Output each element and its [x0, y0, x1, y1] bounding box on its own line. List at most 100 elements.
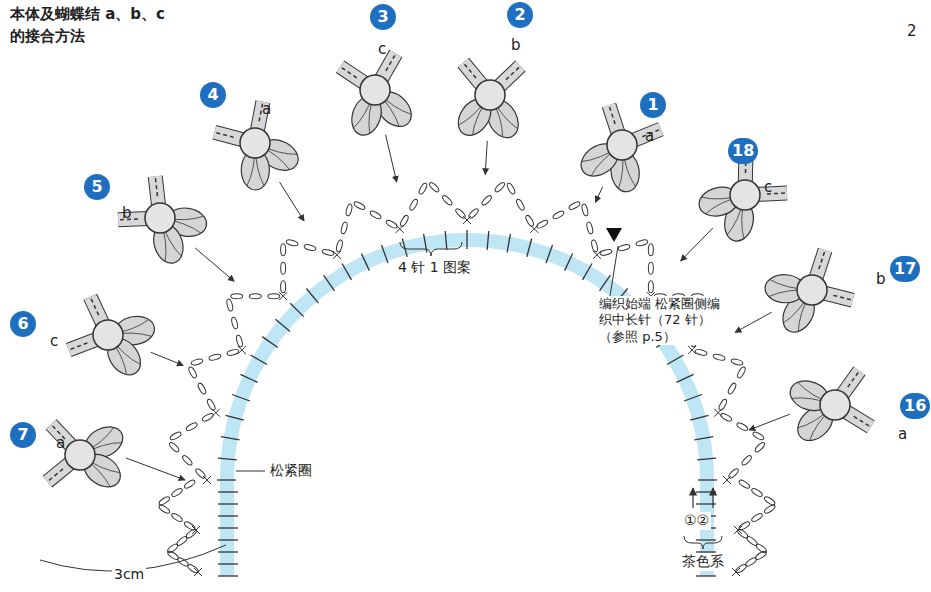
stitch-tick	[599, 275, 610, 291]
callout-number: 16	[904, 398, 926, 414]
single-crochet	[203, 476, 211, 484]
chain-stitch	[249, 294, 261, 299]
stitch-tick	[684, 394, 702, 400]
bow-motif	[69, 297, 157, 381]
start-note: 编织始端 松紧圈侧编织中长针（72 针）（参照 p.5）	[597, 296, 725, 345]
chain-stitch	[281, 244, 286, 256]
chain-stitch	[183, 479, 196, 490]
stitch-tick	[218, 491, 238, 492]
stitch-tick	[527, 239, 532, 257]
stitch-tick	[698, 479, 717, 480]
stitch-tick	[290, 303, 303, 316]
chain-stitch	[268, 294, 280, 299]
stitch-tick	[466, 230, 467, 249]
stitch-tick	[262, 337, 278, 348]
stitch-ticks	[217, 230, 717, 576]
stitch-tick	[250, 355, 266, 365]
bow-motif	[786, 371, 871, 447]
stitch-tick	[667, 355, 683, 365]
single-crochet	[723, 476, 731, 484]
chain-stitch	[581, 204, 589, 217]
chain-stitch	[369, 210, 382, 220]
bow-tail-stitch	[340, 67, 357, 78]
stitch-tick	[275, 319, 290, 331]
stitch-tick	[324, 275, 335, 291]
bow-motif	[47, 421, 128, 494]
stitch-tick	[218, 503, 238, 504]
callout-number: 7	[17, 427, 28, 443]
bow-center	[360, 75, 390, 105]
chain-stitch	[158, 495, 171, 506]
bow-tail-stitch	[819, 250, 825, 269]
callout-number: 6	[17, 316, 28, 332]
single-crochet	[396, 225, 404, 233]
single-crochet	[688, 346, 696, 354]
chain-stitch	[568, 200, 581, 210]
stitch-tick	[218, 575, 238, 576]
stitch-tick	[445, 231, 447, 250]
chain-stitch	[340, 221, 348, 234]
join-arrow	[195, 248, 234, 281]
chain-stitch	[408, 198, 418, 211]
chain-stitch	[695, 348, 708, 356]
leader-line	[236, 471, 265, 472]
bow-tail-stitch	[854, 416, 871, 426]
callout-number: 5	[91, 179, 102, 195]
bow-letter: c	[50, 332, 58, 351]
chain-stitch	[335, 239, 343, 252]
chain-stitch	[304, 244, 317, 252]
stitch-tick	[546, 245, 552, 263]
join-arrow	[386, 135, 397, 182]
chain-stitch	[158, 504, 171, 515]
chain-stitch	[226, 348, 239, 356]
bow-center	[240, 128, 270, 158]
join-arrow	[681, 228, 713, 261]
chain-stitch	[515, 198, 525, 211]
chain-stitch	[206, 398, 216, 411]
callout-circle: 4	[200, 82, 226, 108]
chain-stitch	[187, 366, 197, 379]
chain-stitch	[385, 219, 398, 229]
chain-stitch	[713, 353, 726, 361]
bow-center	[607, 130, 637, 160]
chain-stitch	[231, 294, 243, 299]
stitch-tick	[306, 288, 318, 303]
bow-letter: b	[876, 270, 886, 289]
chain-stitch	[506, 182, 516, 195]
chain-stitch	[718, 398, 728, 411]
bow-center	[730, 180, 760, 210]
chain-stitch	[418, 182, 428, 195]
chain-stitch	[536, 219, 549, 229]
bow-tail-stitch	[609, 105, 615, 124]
row-arrow	[712, 488, 713, 508]
chain-stitch	[617, 244, 630, 252]
chain-stitch	[481, 194, 493, 206]
row-number: ①②	[682, 512, 711, 530]
title: 本体及蝴蝶结 a、b、c 的接合方法	[10, 4, 175, 48]
join-arrow	[151, 352, 184, 365]
chain-stitch	[736, 366, 746, 379]
chain-loops	[158, 181, 776, 576]
bow-tail-stitch	[506, 66, 520, 80]
chain-stitch	[191, 358, 204, 366]
chain-stitch	[171, 512, 184, 523]
chain-stitch	[586, 221, 594, 234]
chain-stitch	[286, 239, 299, 247]
stitch-tick	[565, 253, 573, 270]
chain-stitch	[600, 248, 613, 256]
stitch-tick	[232, 394, 250, 400]
bow-motifs	[47, 54, 870, 494]
bow-center	[475, 80, 505, 110]
chain-stitch	[208, 353, 221, 361]
callout-number: 4	[207, 87, 218, 103]
bow-tail-stitch	[69, 343, 88, 350]
single-crochet	[463, 216, 471, 224]
callout-circle: 16	[900, 393, 930, 419]
bow-letter: b	[122, 204, 132, 223]
callout-circle: 2	[507, 2, 533, 28]
chain-stitch	[635, 239, 648, 247]
stitch-tick	[218, 539, 238, 540]
callout-circle: 18	[728, 138, 758, 164]
bow-center	[65, 440, 95, 470]
bow-tail-stitch	[90, 297, 98, 315]
